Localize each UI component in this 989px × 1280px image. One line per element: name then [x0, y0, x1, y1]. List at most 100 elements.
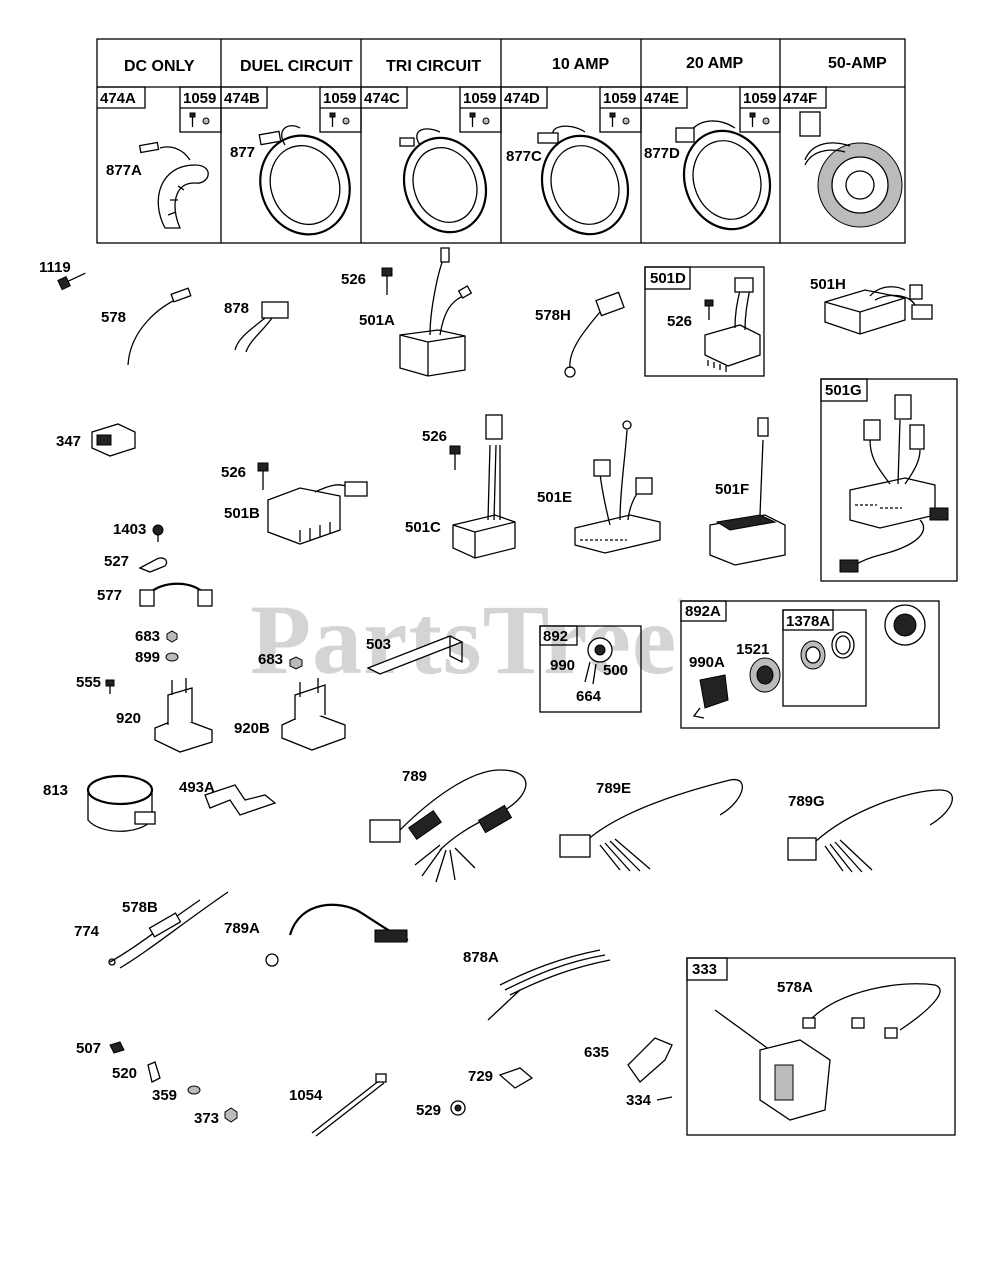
- part-label-578b: 578B: [122, 899, 158, 916]
- box-label-333: 333: [692, 961, 718, 978]
- plate-503: [366, 635, 464, 675]
- part-label-877c: 877C: [506, 148, 542, 165]
- part-label-577: 577: [97, 587, 123, 604]
- stator-50amp: [799, 111, 903, 228]
- wire-578: [127, 287, 192, 366]
- part-label-578a: 578A: [777, 979, 813, 996]
- column-title-tri-circuit: TRI CIRCUIT: [386, 58, 482, 75]
- part-label-920: 920: [116, 710, 142, 727]
- harness-789e: [559, 779, 743, 872]
- part-label-334: 334: [626, 1092, 652, 1109]
- part-label-813: 813: [43, 782, 69, 799]
- regulator-501e: [574, 420, 661, 554]
- regulator-501f: [709, 417, 786, 566]
- part-label-501h: 501H: [810, 276, 846, 293]
- box-label-892: 892: [543, 628, 569, 645]
- part-label-507: 507: [76, 1040, 102, 1057]
- kit-label-474e: 474E: [644, 90, 680, 107]
- box-label-501d: 501D: [650, 270, 686, 287]
- wire-578h: [564, 291, 625, 378]
- part-label-683: 683: [135, 628, 161, 645]
- part-label-526: 526: [667, 313, 693, 330]
- stator-877a: [138, 141, 209, 229]
- regulator-501a: [399, 247, 473, 377]
- kit-label-474d: 474D: [504, 90, 540, 107]
- part-label-501f: 501F: [715, 481, 750, 498]
- harness-878a: [487, 949, 611, 1021]
- tie-1054: [311, 1073, 387, 1137]
- bolt-526c: [449, 445, 461, 470]
- stator-877: [258, 125, 351, 236]
- harness-789g: [787, 789, 953, 873]
- washer-899: [165, 652, 179, 662]
- hose-clamp-813: [86, 774, 156, 832]
- kit-label-474f: 474F: [783, 90, 818, 107]
- clip-507: [109, 1041, 125, 1054]
- part-label-683: 683: [258, 651, 284, 668]
- box-501d: [644, 266, 765, 377]
- kit-label-474b: 474B: [224, 90, 260, 107]
- hw-label-1059: 1059: [323, 90, 357, 107]
- column-title-dc-only: DC ONLY: [124, 58, 195, 75]
- regulator-501c: [452, 414, 516, 559]
- hw-label-1059: 1059: [603, 90, 637, 107]
- bracket-493a: [204, 784, 277, 816]
- clamp-527: [138, 557, 168, 573]
- stator-877c: [537, 125, 630, 236]
- part-label-789e: 789E: [596, 780, 632, 797]
- part-label-878: 878: [224, 300, 250, 317]
- harness-789a: [265, 903, 409, 967]
- part-label-990: 990: [550, 657, 576, 674]
- part-label-635: 635: [584, 1044, 610, 1061]
- grommet-529: [450, 1100, 466, 1116]
- part-label-578: 578: [101, 309, 127, 326]
- solenoid-920: [154, 678, 213, 753]
- part-label-877d: 877D: [644, 145, 680, 162]
- part-label-526: 526: [221, 464, 247, 481]
- part-label-664: 664: [576, 688, 602, 705]
- part-label-526: 526: [341, 271, 367, 288]
- part-label-501a: 501A: [359, 312, 395, 329]
- part-label-877: 877: [230, 144, 256, 161]
- box-501g: [820, 378, 958, 582]
- part-label-877a: 877A: [106, 162, 142, 179]
- bolt-526a: [381, 267, 393, 295]
- part-label-729: 729: [468, 1068, 494, 1085]
- box-892: [539, 625, 642, 713]
- box-label-892a: 892A: [685, 603, 721, 620]
- part-label-1403: 1403: [113, 521, 147, 538]
- harness-578b: [108, 891, 229, 969]
- box-892a: [680, 600, 940, 729]
- bolt-526b: [257, 462, 269, 490]
- nut-683a: [166, 630, 178, 643]
- part-label-578h: 578H: [535, 307, 571, 324]
- part-label-1521: 1521: [736, 641, 770, 658]
- bolt-1119: [57, 272, 86, 291]
- harness-789: [369, 769, 527, 883]
- solenoid-920b: [281, 678, 346, 751]
- part-label-529: 529: [416, 1102, 442, 1119]
- screw-334: [656, 1096, 673, 1101]
- stator-tri: [399, 128, 488, 234]
- stator-877d: [675, 120, 772, 231]
- part-label-500: 500: [603, 662, 629, 679]
- part-label-899: 899: [135, 649, 161, 666]
- washer-359: [187, 1085, 201, 1095]
- part-label-789g: 789G: [788, 793, 825, 810]
- screw-555: [105, 679, 115, 694]
- part-label-527: 527: [104, 553, 130, 570]
- part-label-503: 503: [366, 636, 392, 653]
- box-333: [686, 957, 956, 1136]
- part-label-1119: 1119: [39, 259, 71, 276]
- screw-nut-icons: [189, 112, 770, 127]
- connector-878: [234, 301, 289, 353]
- box-label-501g: 501G: [825, 382, 862, 399]
- part-label-920b: 920B: [234, 720, 270, 737]
- part-label-520: 520: [112, 1065, 138, 1082]
- boot-635: [627, 1037, 673, 1083]
- regulator-501b: [267, 481, 368, 545]
- column-title-20-amp: 20 AMP: [686, 55, 744, 72]
- column-title-duel-circuit: DUEL CIRCUIT: [240, 58, 353, 75]
